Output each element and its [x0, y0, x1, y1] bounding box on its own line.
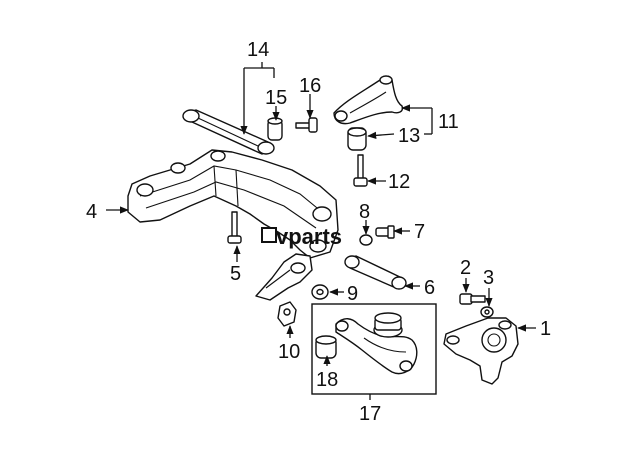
washer-part-3: [480, 306, 494, 318]
callout-5: 5: [230, 263, 241, 285]
callout-14: 14: [247, 39, 269, 61]
callout-1: 1: [540, 318, 551, 340]
lower-arm-kit-box: [311, 303, 437, 395]
callout-11: 11: [438, 111, 459, 133]
callout-9: 9: [347, 283, 358, 305]
callout-8: 8: [359, 201, 370, 223]
bushing-part: [267, 117, 283, 141]
toe-link-part: [344, 255, 407, 290]
bushing-part-13: [347, 127, 367, 151]
bolt-part-2: [459, 293, 486, 305]
callout-16: 16: [299, 75, 321, 97]
callout-7: 7: [414, 221, 425, 243]
bolt-part-16: [295, 117, 318, 133]
callout-13: 13: [398, 125, 420, 147]
lateral-rod-part: [182, 109, 275, 155]
spring-seat-part: [373, 312, 403, 338]
crossmember-part: [127, 149, 339, 259]
upper-control-arm-part: [333, 75, 404, 125]
bushing-part-18: [315, 335, 337, 359]
bolt-part-7: [375, 225, 395, 239]
callout-18: 18: [316, 369, 338, 391]
callout-labels: 14 15 16 11 13 12 4 8 7 5 6 9 10 2 3 1 1…: [86, 39, 551, 425]
callout-3: 3: [483, 267, 494, 289]
callout-10: 10: [278, 341, 300, 363]
crossmember-bracket: [255, 253, 313, 301]
callout-15: 15: [265, 87, 287, 109]
washer-part-8: [359, 234, 373, 246]
bolt-part-5: [227, 211, 242, 244]
lower-control-arm-part: [335, 318, 418, 375]
callout-12: 12: [388, 171, 410, 193]
watermark-text: vparts: [276, 224, 342, 249]
watermark: vparts: [261, 224, 342, 249]
callout-2: 2: [460, 257, 471, 279]
knuckle-part: [443, 317, 519, 385]
callout-6: 6: [424, 277, 435, 299]
leader-lines: [106, 62, 536, 400]
callout-4: 4: [86, 201, 97, 223]
callout-17: 17: [359, 403, 381, 425]
washer-part-9: [311, 284, 329, 300]
bolt-part-12: [353, 154, 368, 187]
nut-part-10: [277, 301, 297, 327]
